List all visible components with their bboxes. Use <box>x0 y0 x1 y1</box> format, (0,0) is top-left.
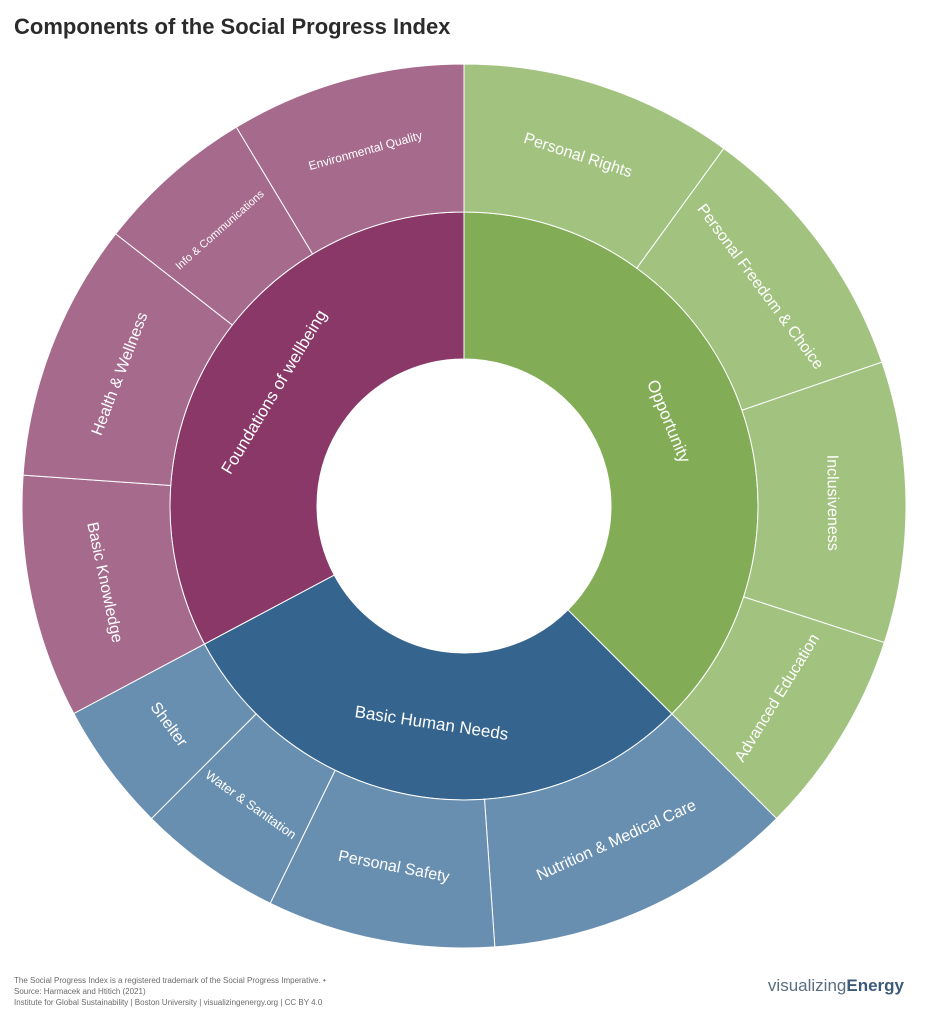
trademark-note: The Social Progress Index is a registere… <box>14 976 326 985</box>
outer-label-inclusiveness: Inclusiveness <box>823 455 841 551</box>
footer-notes: The Social Progress Index is a registere… <box>14 975 326 1008</box>
source-note: Source: Harmacek and Htitich (2021) <box>14 987 146 996</box>
logo-regular: visualizing <box>767 976 847 995</box>
brand-logo: visualizingEnergy <box>768 976 904 996</box>
outer-ring <box>21 63 907 949</box>
logo-bold: Energy <box>846 976 904 995</box>
outer-segment-environmental-quality[interactable] <box>235 63 465 255</box>
chart-title: Components of the Social Progress Index <box>14 14 451 39</box>
credit-note: Institute for Global Sustainability | Bo… <box>14 998 323 1007</box>
inner-ring <box>169 211 759 801</box>
